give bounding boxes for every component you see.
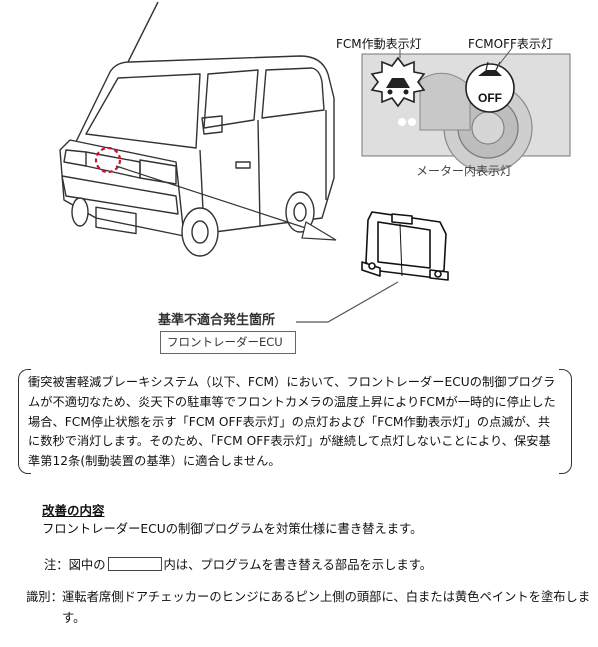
improvement-title: 改善の内容 [42, 503, 105, 518]
note-suffix: 内は、プログラムを書き替える部品を示します。 [163, 558, 433, 572]
note-box-sample [107, 557, 162, 571]
improvement-body: フロントレーダーECUの制御プログラムを対策仕様に書き替えます。 [42, 522, 423, 536]
identification-body: 運転者席側ドアチェッカーのヒンジにあるピン上側の頭部に、白または黄色ペイントを塗… [62, 590, 591, 625]
description-panel: 衝突被害軽減ブレーキシステム（以下、FCM）において、フロントレーダーECUの制… [18, 369, 572, 474]
nonconformity-heading: 基準不適合発生箇所 [158, 313, 276, 328]
off-icon-text: OFF [478, 91, 502, 105]
left-bracket [18, 369, 31, 474]
identification-label: 識別： [26, 590, 63, 604]
meter-panel: OFF [361, 53, 571, 173]
description-text: 衝突被害軽減ブレーキシステム（以下、FCM）において、フロントレーダーECUの制… [28, 375, 556, 469]
note: 注：図中の 内は、プログラムを書き替える部品を示します。 [44, 555, 432, 573]
note-prefix: 注：図中の [44, 558, 106, 572]
minivan-drawing [59, 1, 335, 257]
right-bracket [559, 369, 572, 474]
illustration: OFF [59, 1, 571, 323]
label-meter-lamps: メーター内表示灯 [416, 164, 513, 178]
label-fcm-off-lamp: FCMOFF表示灯 [468, 37, 553, 51]
ecu-drawing [361, 211, 449, 281]
label-fcm-active-lamp: FCM作動表示灯 [336, 37, 422, 51]
nonconformity-part-box: フロントレーダーECU [160, 331, 296, 354]
radar-location-marker [94, 146, 122, 174]
pointer-arrow [115, 165, 337, 241]
